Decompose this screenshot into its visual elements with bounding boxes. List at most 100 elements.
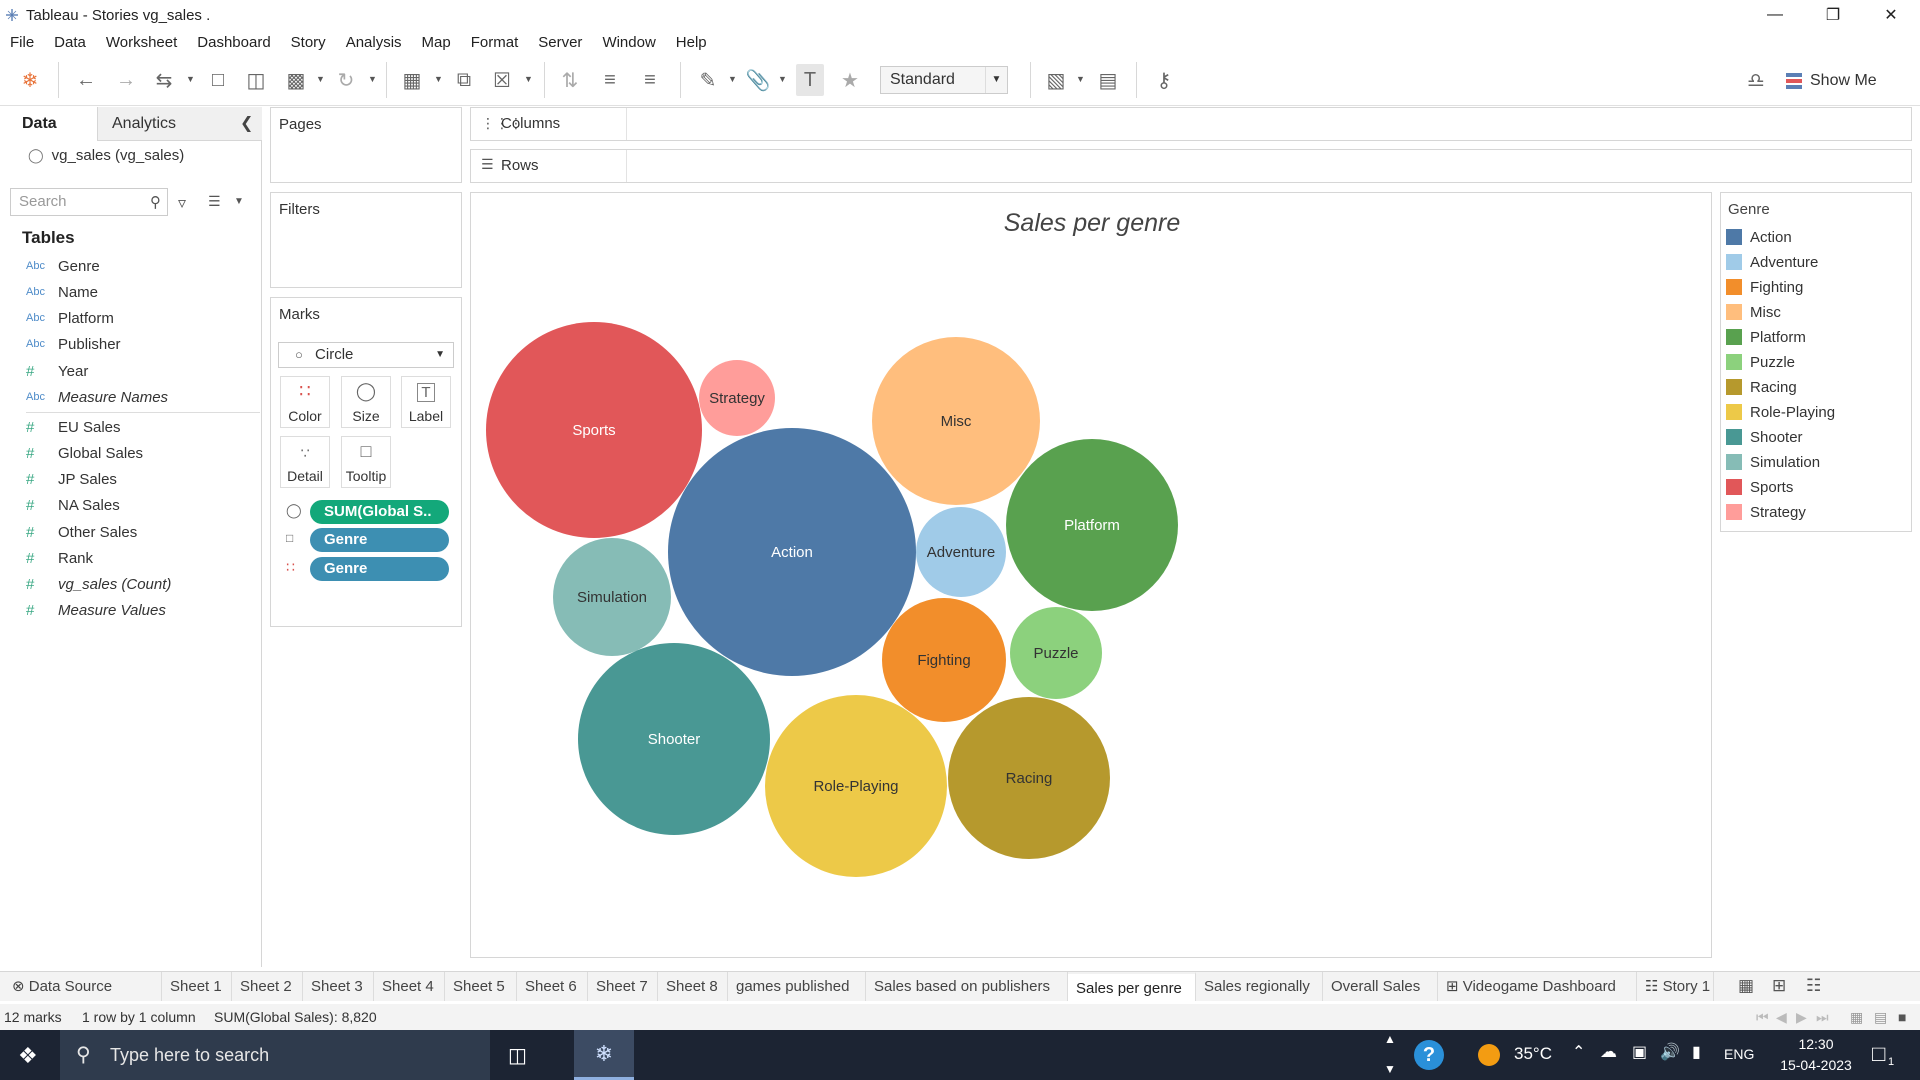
legend-item-simulation[interactable]: Simulation <box>1726 452 1820 472</box>
legend-item-shooter[interactable]: Shooter <box>1726 427 1803 447</box>
swap-rows-columns-icon[interactable]: ⇅ <box>561 69 579 92</box>
fix-axes-icon[interactable]: ★ <box>841 69 859 92</box>
bubble-strategy[interactable] <box>699 360 775 436</box>
bubble-adventure[interactable] <box>916 507 1006 597</box>
field-measure-values[interactable]: #Measure Values <box>26 599 166 621</box>
new-story-icon[interactable]: ☷ <box>1806 976 1822 995</box>
bubble-fighting[interactable] <box>882 598 1006 722</box>
chevron-down-icon[interactable]: ▼ <box>1384 1062 1396 1076</box>
battery-icon[interactable]: ▮ <box>1692 1044 1701 1061</box>
label-button[interactable]: T Label <box>401 376 451 428</box>
bubble-role-playing[interactable] <box>765 695 947 877</box>
clock-time[interactable]: 12:30 <box>1798 1036 1834 1052</box>
network-icon[interactable]: ▣ <box>1632 1044 1648 1061</box>
bubble-sports[interactable] <box>486 322 702 538</box>
language-indicator[interactable]: ENG <box>1724 1046 1755 1062</box>
undo-icon[interactable]: ← <box>76 68 96 91</box>
menu-dashboard[interactable]: Dashboard <box>197 33 271 51</box>
chevron-down-icon[interactable]: ▼ <box>524 74 533 84</box>
menu-data[interactable]: Data <box>54 33 86 51</box>
bubble-platform[interactable] <box>1006 439 1178 611</box>
redo-icon[interactable]: → <box>116 68 136 91</box>
field-rank[interactable]: #Rank <box>26 547 93 569</box>
search-input[interactable]: Search <box>10 188 168 216</box>
new-datasource-icon[interactable]: ◫ <box>246 69 266 92</box>
bubble-misc[interactable] <box>872 337 1040 505</box>
tab-sheet-3[interactable]: Sheet 3 <box>303 972 374 1001</box>
field-count[interactable]: #vg_sales (Count) <box>26 573 171 595</box>
taskbar-search-input[interactable]: ⚲ Type here to search <box>60 1030 490 1080</box>
view-options-icon[interactable]: ☰ <box>208 193 221 209</box>
chevron-down-icon[interactable]: ▼ <box>778 74 787 84</box>
field-na-sales[interactable]: #NA Sales <box>26 494 120 516</box>
menu-format[interactable]: Format <box>470 33 519 51</box>
next-page-icon[interactable]: ▶ <box>1796 1009 1807 1025</box>
first-page-icon[interactable]: ⏮ <box>1756 1009 1769 1025</box>
menu-file[interactable]: File <box>10 33 35 51</box>
tab-sheet-4[interactable]: Sheet 4 <box>374 972 445 1001</box>
chevron-down-icon[interactable]: ▼ <box>186 74 195 84</box>
tab-sales-regionally[interactable]: Sales regionally <box>1196 972 1323 1001</box>
bubble-simulation[interactable] <box>553 538 671 656</box>
tab-sheet-6[interactable]: Sheet 6 <box>517 972 588 1001</box>
bubble-action[interactable] <box>668 428 916 676</box>
tab-sales-based-on-publishers[interactable]: Sales based on publishers <box>866 972 1068 1001</box>
legend-item-racing[interactable]: Racing <box>1726 377 1797 397</box>
tile-view-icon[interactable]: ▦ <box>1850 1009 1864 1025</box>
tab-sheet-8[interactable]: Sheet 8 <box>658 972 728 1001</box>
tab-sheet-5[interactable]: Sheet 5 <box>445 972 517 1001</box>
close-button[interactable]: ✕ <box>1884 7 1898 24</box>
field-eu-sales[interactable]: #EU Sales <box>26 416 121 438</box>
filter-icon[interactable]: ▿ <box>178 195 187 212</box>
menu-worksheet[interactable]: Worksheet <box>105 33 178 51</box>
field-global-sales[interactable]: #Global Sales <box>26 442 143 464</box>
field-other-sales[interactable]: #Other Sales <box>26 521 137 543</box>
sum-global-sales-pill[interactable]: SUM(Global S.. <box>310 500 449 524</box>
tab-view-icon[interactable]: ■ <box>1898 1009 1907 1025</box>
pause-updates-icon[interactable]: ▩ <box>286 69 306 92</box>
show-cards-icon[interactable]: ▧ <box>1046 69 1066 92</box>
menu-help[interactable]: Help <box>675 33 707 51</box>
show-hidden-icons-icon[interactable]: ⌃ <box>1572 1044 1586 1061</box>
filters-card[interactable]: Filters <box>270 192 462 288</box>
tableau-home-icon[interactable]: ❄ <box>21 69 39 92</box>
bubble-racing[interactable] <box>948 697 1110 859</box>
legend-item-platform[interactable]: Platform <box>1726 327 1806 347</box>
size-button[interactable]: ◯ Size <box>341 376 391 428</box>
tab-overall-sales[interactable]: Overall Sales <box>1323 972 1438 1001</box>
bubble-puzzle[interactable] <box>1010 607 1102 699</box>
chevron-down-icon[interactable]: ▼ <box>234 196 244 207</box>
presentation-mode-icon[interactable]: ▤ <box>1098 69 1118 92</box>
new-worksheet-icon[interactable]: ▦ <box>1738 976 1755 995</box>
menu-story[interactable]: Story <box>290 33 326 51</box>
menu-window[interactable]: Window <box>602 33 656 51</box>
tab-videogame-dashboard[interactable]: ⊞ Videogame Dashboard <box>1438 972 1637 1001</box>
menu-server[interactable]: Server <box>538 33 583 51</box>
chevron-down-icon[interactable]: ▼ <box>435 349 445 360</box>
pin-icon[interactable]: ♎ <box>1747 69 1765 92</box>
legend-item-fighting[interactable]: Fighting <box>1726 277 1803 297</box>
legend-item-role-playing[interactable]: Role-Playing <box>1726 402 1835 422</box>
share-icon[interactable]: ⚷ <box>1156 69 1172 92</box>
color-button[interactable]: ∷ Color <box>280 376 330 428</box>
legend-item-sports[interactable]: Sports <box>1726 477 1793 497</box>
group-members-icon[interactable]: 📎 <box>745 69 771 92</box>
fit-select[interactable]: Standard ▼ <box>880 66 1008 94</box>
filmstrip-view-icon[interactable]: ▤ <box>1874 1009 1888 1025</box>
field-jp-sales[interactable]: #JP Sales <box>26 468 117 490</box>
prev-page-icon[interactable]: ◀ <box>1776 1009 1787 1025</box>
last-page-icon[interactable]: ⏭ <box>1816 1009 1829 1025</box>
tab-sales-per-genre[interactable]: Sales per genre <box>1068 972 1196 1001</box>
chevron-down-icon[interactable]: ▼ <box>316 74 325 84</box>
field-year[interactable]: #Year <box>26 360 88 382</box>
tab-sheet-7[interactable]: Sheet 7 <box>588 972 658 1001</box>
legend-item-misc[interactable]: Misc <box>1726 302 1781 322</box>
chevron-down-icon[interactable]: ▼ <box>1076 74 1085 84</box>
clock-date[interactable]: 15-04-2023 <box>1780 1057 1852 1073</box>
tableau-taskbar-app[interactable]: ❄ <box>574 1030 634 1080</box>
tab-games-published[interactable]: games published <box>728 972 866 1001</box>
